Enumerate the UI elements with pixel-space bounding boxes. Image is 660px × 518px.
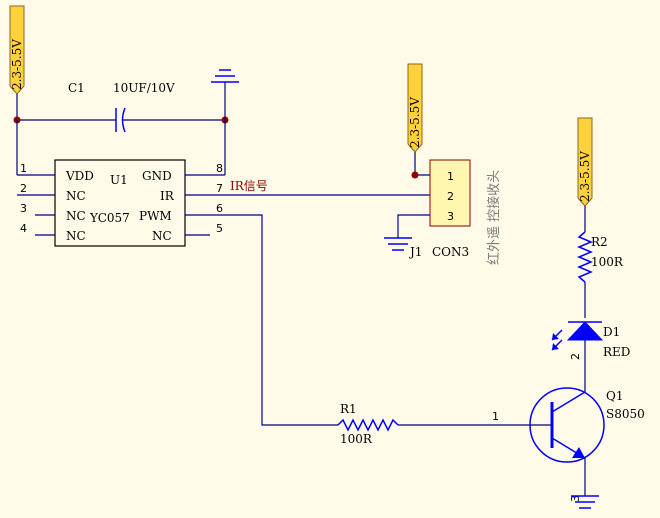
u1-pin-num-1: 1: [20, 162, 27, 175]
power-flag-3: 2.3-5.5V: [577, 117, 593, 207]
power-flag-2-label: 2.3-5.5V: [408, 97, 422, 148]
j1-pin-1: 1: [447, 170, 454, 183]
j1-caption: 红外遥 控接收头: [486, 170, 502, 265]
u1-part: YC057: [89, 211, 130, 225]
resistor-r1: R1 100R: [337, 402, 399, 446]
u1-pin-ir: IR: [160, 189, 175, 203]
c1-value: 10UF/10V: [113, 81, 175, 95]
ground-symbol-2: [384, 214, 430, 251]
j1-ref: J1: [408, 245, 422, 259]
power-flag-1-label: 2.3-5.5V: [10, 39, 24, 90]
j1-pin-3: 3: [447, 210, 454, 223]
transistor-q1: Q1 S8050: [529, 387, 645, 463]
u1-pin-num-5: 5: [216, 222, 223, 235]
d1-ref: D1: [603, 325, 620, 339]
q1-pin-base: 1: [492, 410, 499, 423]
r1-ref: R1: [340, 402, 357, 416]
power-flag-3-label: 2.3-5.5V: [578, 151, 592, 202]
u1-pin-num-7: 7: [216, 182, 223, 195]
q1-pin-emitter: 3: [569, 495, 582, 502]
u1-pin-nc-3: NC: [66, 209, 86, 223]
u1-ref: U1: [110, 173, 128, 187]
power-flag-2: 2.3-5.5V: [407, 63, 423, 153]
r1-value: 100R: [340, 432, 373, 446]
u1-pin-nc-2: NC: [66, 189, 86, 203]
c1-ref: C1: [68, 81, 85, 95]
d1-value: RED: [603, 345, 630, 359]
power-flag-1: 2.3-5.5V: [9, 5, 25, 95]
u1-pin-nc-4: NC: [66, 229, 86, 243]
led-d1: 2 D1 RED: [551, 321, 630, 360]
u1-pin-num-8: 8: [216, 162, 223, 175]
u1-pin-nc-5: NC: [152, 229, 172, 243]
q1-part: S8050: [606, 407, 645, 421]
resistor-r2: R2 100R: [577, 231, 624, 283]
capacitor-c1: C1 10UF/10V: [17, 81, 225, 133]
connector-j1: 1 2 3 J1 CON3: [408, 159, 471, 259]
u1-pin-num-3: 3: [20, 202, 27, 215]
r2-value: 100R: [591, 255, 624, 269]
ground-symbol-1: [211, 69, 239, 175]
j1-part: CON3: [432, 245, 469, 259]
ground-symbol-3: [571, 495, 599, 509]
u1-pin-num-4: 4: [20, 222, 27, 235]
q1-ref: Q1: [606, 389, 623, 403]
u1-pin-pwm: PWM: [139, 209, 172, 223]
u1-pin-vdd: VDD: [65, 169, 94, 183]
ir-net-label: IR信号: [230, 179, 268, 193]
u1-pin-num-6: 6: [216, 202, 223, 215]
j1-pin-2: 2: [447, 190, 454, 203]
ic-u1: 1 2 3 4 8 7 6 5 VDD NC NC NC GND IR PWM …: [17, 159, 225, 247]
r2-ref: R2: [591, 235, 608, 249]
u1-pin-num-2: 2: [20, 182, 27, 195]
d1-pin: 2: [569, 353, 582, 360]
u1-pin-gnd: GND: [142, 169, 172, 183]
